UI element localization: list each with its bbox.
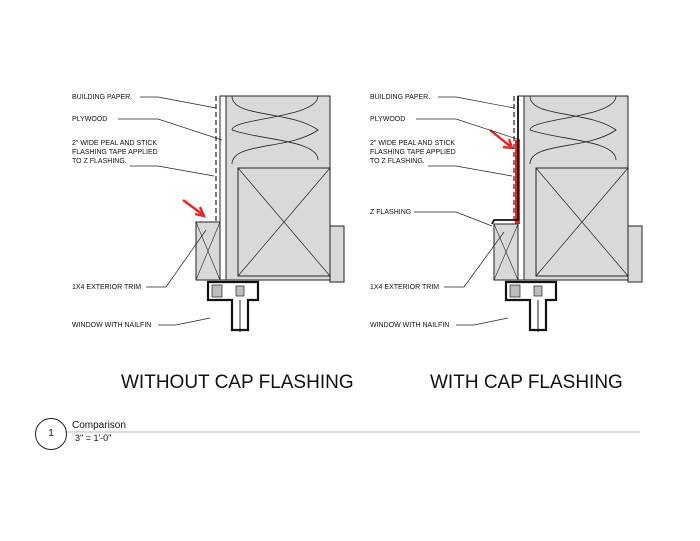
header-x-left	[237, 167, 331, 277]
label-window-left: WINDOW WITH NAILFIN	[72, 322, 152, 329]
view-title: Comparison	[72, 420, 126, 431]
interior-trim-left	[329, 225, 345, 283]
label-plywood-right: PLYWOOD	[370, 116, 406, 123]
view-number: 1	[48, 428, 54, 439]
label-window-right: WINDOW WITH NAILFIN	[370, 322, 450, 329]
label-exterior-trim-left: 1X4 EXTERIOR TRIM	[72, 284, 142, 291]
plywood-left	[219, 95, 227, 281]
leaders-right	[414, 96, 521, 326]
interior-trim-right	[627, 225, 643, 283]
label-flashing-tape-right-1: 2" WIDE PEAL AND STICK	[370, 140, 456, 147]
red-arrow-right	[489, 129, 511, 147]
label-exterior-trim-right: 1X4 EXTERIOR TRIM	[370, 284, 440, 291]
view-number-bubble: 1	[35, 418, 67, 450]
label-plywood-left: PLYWOOD	[72, 116, 108, 123]
label-flashing-tape-right-3: TO Z FLASHING.	[370, 158, 425, 165]
label-building-paper-left: BUILDING PAPER.	[72, 94, 133, 101]
leaders-left	[118, 96, 223, 326]
caption-with-cap-flashing: WITH CAP FLASHING	[430, 372, 623, 393]
batt-insulation-left	[231, 95, 319, 165]
caption-without-cap-flashing: WITHOUT CAP FLASHING	[121, 372, 354, 393]
label-flashing-tape-left-3: TO Z FLASHING.	[72, 158, 127, 165]
red-arrow-left	[182, 199, 203, 215]
label-flashing-tape-left-1: 2" WIDE PEAL AND STICK	[72, 140, 158, 147]
z-flashing-right	[491, 96, 519, 225]
label-flashing-tape-right-2: FLASHING TAPE APPLIED	[370, 149, 456, 156]
label-z-flashing-right: Z FLASHING	[370, 209, 412, 216]
label-building-paper-right: BUILDING PAPER.	[370, 94, 431, 101]
batt-insulation-right	[529, 95, 617, 165]
view-scale: 3" = 1'-0"	[75, 433, 112, 443]
header-x-right	[535, 167, 629, 277]
label-flashing-tape-left-2: FLASHING TAPE APPLIED	[72, 149, 158, 156]
